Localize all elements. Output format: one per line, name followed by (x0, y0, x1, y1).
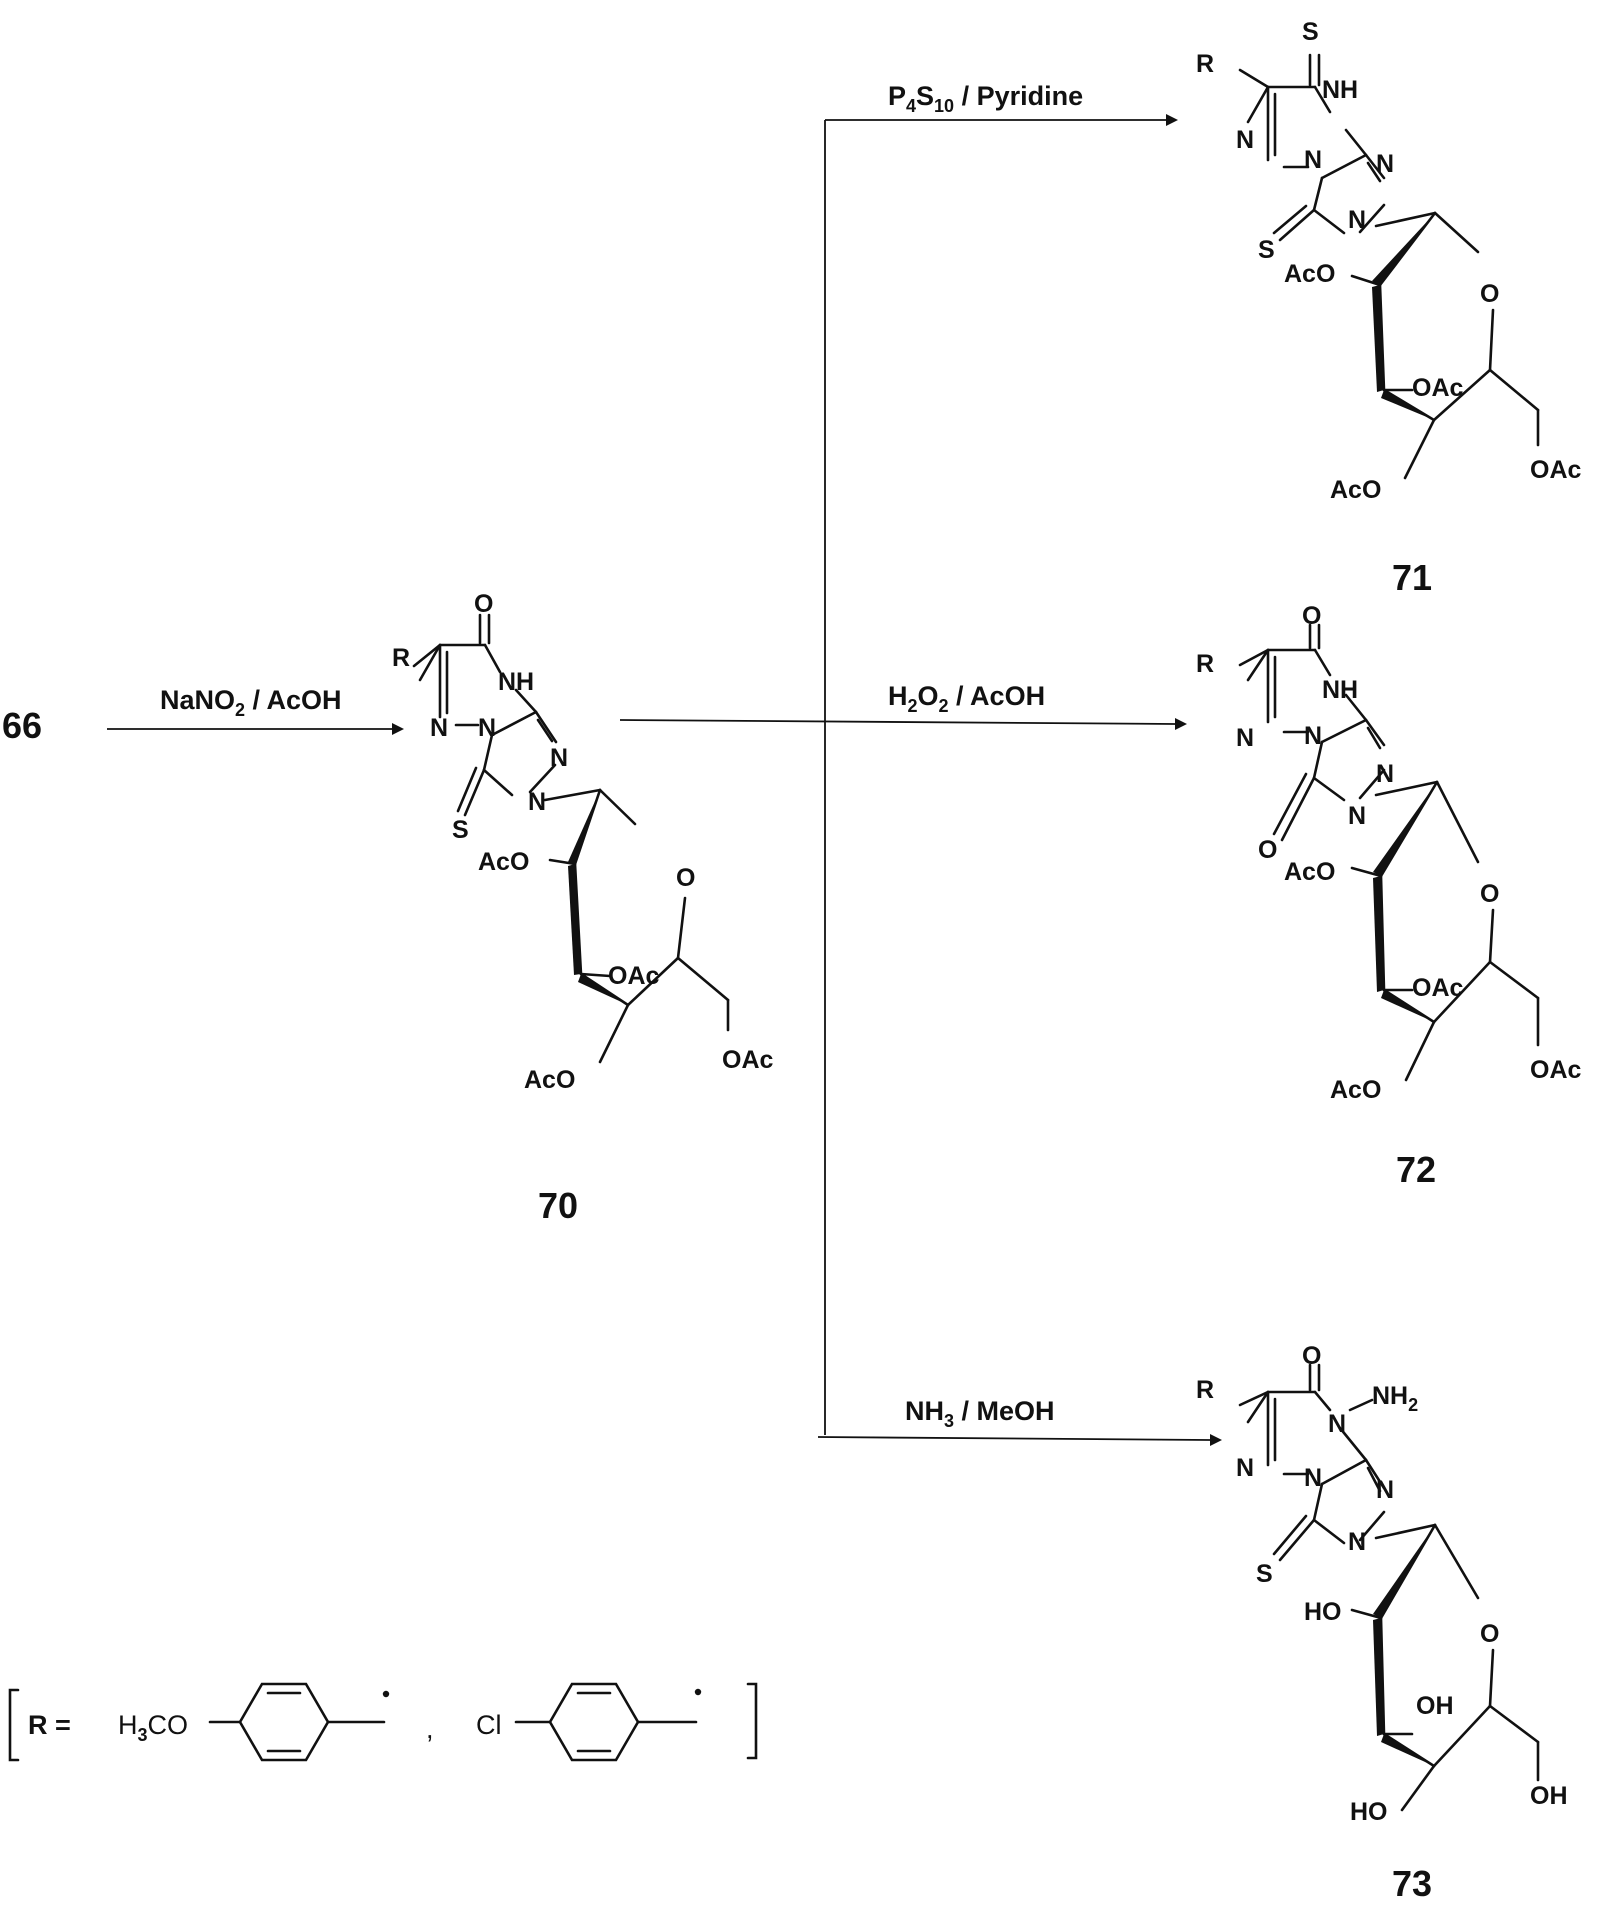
atom-O: O (1302, 602, 1321, 630)
atom-N: N (1304, 146, 1322, 174)
radical-dot-2 (694, 1688, 702, 1696)
atom-OH: OH (1416, 1692, 1454, 1720)
atom-OH: OH (1530, 1782, 1568, 1810)
atom-NH: NH (1322, 76, 1358, 104)
atom-R: R (1196, 50, 1214, 78)
reagent-nh3: NH3 / MeOH (905, 1396, 1055, 1431)
compound-label-70: 70 (538, 1185, 578, 1226)
atom-OAc: OAc (1530, 456, 1582, 484)
atom-N: N (1236, 126, 1254, 154)
atom-AcO: AcO (478, 848, 529, 876)
atom-AcO: AcO (1330, 476, 1381, 504)
atom-N: N (1236, 1454, 1254, 1482)
reagent-nano2: NaNO2 / AcOH (160, 685, 342, 720)
atom-N: N (1348, 1528, 1366, 1556)
compound-label-72: 72 (1396, 1149, 1436, 1190)
atom-N: N (1376, 150, 1394, 178)
compound-label-73: 73 (1392, 1863, 1432, 1904)
atom-N: N (1376, 1476, 1394, 1504)
atom-NH: NH (1322, 676, 1358, 704)
molecule-71: S R NH N N N N S O AcO OAc AcO OAc (1196, 18, 1582, 504)
radical-dot-1 (382, 1690, 390, 1698)
atom-AcO: AcO (1330, 1076, 1381, 1104)
atom-S: S (1256, 1560, 1273, 1588)
reagent-h2o2: H2O2 / AcOH (888, 681, 1045, 716)
legend-chloro: Cl (476, 1710, 502, 1740)
atom-N: N (1348, 206, 1366, 234)
reaction-arrows (107, 114, 1222, 1446)
molecule-73: O R N NH2 N N N N S O HO OH HO OH (1196, 1342, 1568, 1826)
benzene-ring-1 (208, 1682, 386, 1762)
atom-HO: HO (1350, 1798, 1388, 1826)
atom-O: O (1302, 1342, 1321, 1370)
atom-R: R (1196, 1376, 1214, 1404)
atom-NH2: NH2 (1372, 1382, 1418, 1415)
atom-O: O (1480, 880, 1499, 908)
atom-OAc: OAc (1412, 374, 1464, 402)
molecule-72: O R NH N N N N O O AcO OAc AcO OAc (1196, 602, 1582, 1104)
atom-R: R (392, 644, 410, 672)
atom-N: N (528, 788, 546, 816)
starting-material-label: 66 (2, 705, 42, 746)
atom-AcO: AcO (1284, 260, 1335, 288)
atom-O: O (1258, 836, 1277, 864)
legend-r-label: R = (28, 1710, 71, 1740)
atom-O: O (676, 864, 695, 892)
atom-S: S (1302, 18, 1319, 46)
atom-N: N (1304, 1464, 1322, 1492)
atom-N: N (1304, 722, 1322, 750)
substituent-legend: R = H3CO , Cl (8, 1682, 758, 1762)
atom-S: S (452, 816, 469, 844)
atom-NH: NH (498, 668, 534, 696)
atom-N: N (430, 714, 448, 742)
atom-N: N (1328, 1410, 1346, 1438)
compound-label-71: 71 (1392, 557, 1432, 598)
atom-R: R (1196, 650, 1214, 678)
atom-N: N (1236, 724, 1254, 752)
atom-O: O (1480, 1620, 1499, 1648)
atom-N: N (478, 714, 496, 742)
atom-N: N (1348, 802, 1366, 830)
molecule-70: R O NH N N N N S O AcO OAc AcO OAc (392, 590, 774, 1094)
atom-O: O (1480, 280, 1499, 308)
atom-O: O (474, 590, 493, 618)
atom-AcO: AcO (1284, 858, 1335, 886)
legend-separator: , (426, 1714, 434, 1744)
atom-OAc: OAc (608, 962, 660, 990)
legend-methoxy: H3CO (118, 1710, 188, 1745)
atom-S: S (1258, 236, 1275, 264)
atom-N: N (550, 744, 568, 772)
atom-OAc: OAc (1412, 974, 1464, 1002)
atom-N: N (1376, 760, 1394, 788)
benzene-ring-2 (514, 1682, 698, 1762)
atom-OAc: OAc (1530, 1056, 1582, 1084)
atom-HO: HO (1304, 1598, 1342, 1626)
atom-OAc: OAc (722, 1046, 774, 1074)
atom-AcO: AcO (524, 1066, 575, 1094)
reagent-p4s10: P4S10 / Pyridine (888, 81, 1083, 116)
